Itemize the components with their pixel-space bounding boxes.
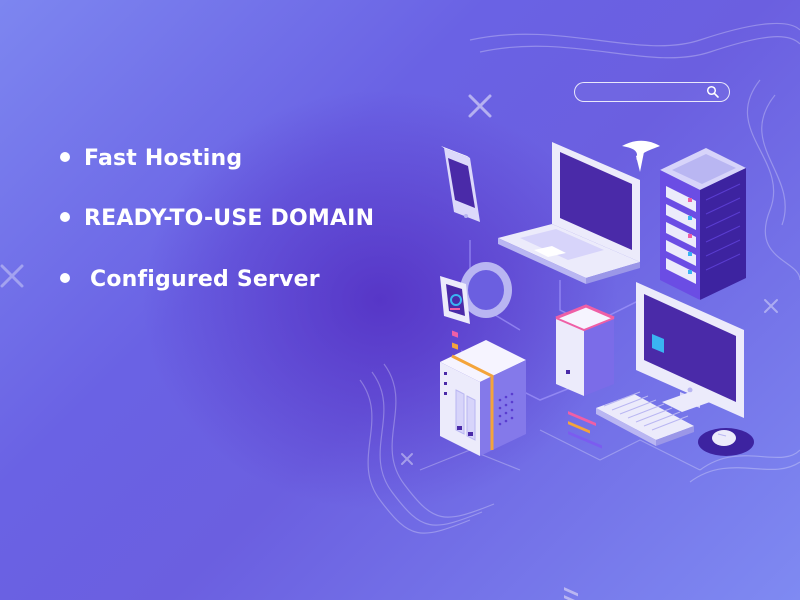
laptop-graphic	[498, 142, 640, 449]
desktop-monitor-graphic	[636, 282, 744, 418]
feature-item-domain: READY-TO-USE DOMAIN	[60, 206, 374, 231]
feature-label: Fast Hosting	[84, 146, 243, 171]
nas-graphic	[440, 340, 526, 456]
bullet-icon	[60, 212, 70, 222]
feature-label: Configured Server	[90, 267, 320, 292]
feature-item-fast-hosting: Fast Hosting	[60, 146, 242, 171]
search-bar-graphic	[574, 82, 730, 102]
close-x-icon	[468, 94, 492, 118]
search-icon	[706, 85, 719, 98]
feature-label: READY-TO-USE DOMAIN	[84, 206, 375, 231]
bullet-icon	[60, 273, 70, 283]
smartwatch-graphic	[440, 262, 512, 324]
bullet-icon	[60, 152, 70, 162]
tower-pc-graphic	[555, 304, 615, 600]
keyboard-graphic	[596, 391, 694, 446]
logo-icon	[622, 140, 660, 172]
mouse-graphic	[698, 428, 754, 456]
phone-graphic	[441, 146, 480, 357]
server-rack-graphic	[660, 148, 746, 300]
feature-item-server: Configured Server	[60, 267, 320, 292]
